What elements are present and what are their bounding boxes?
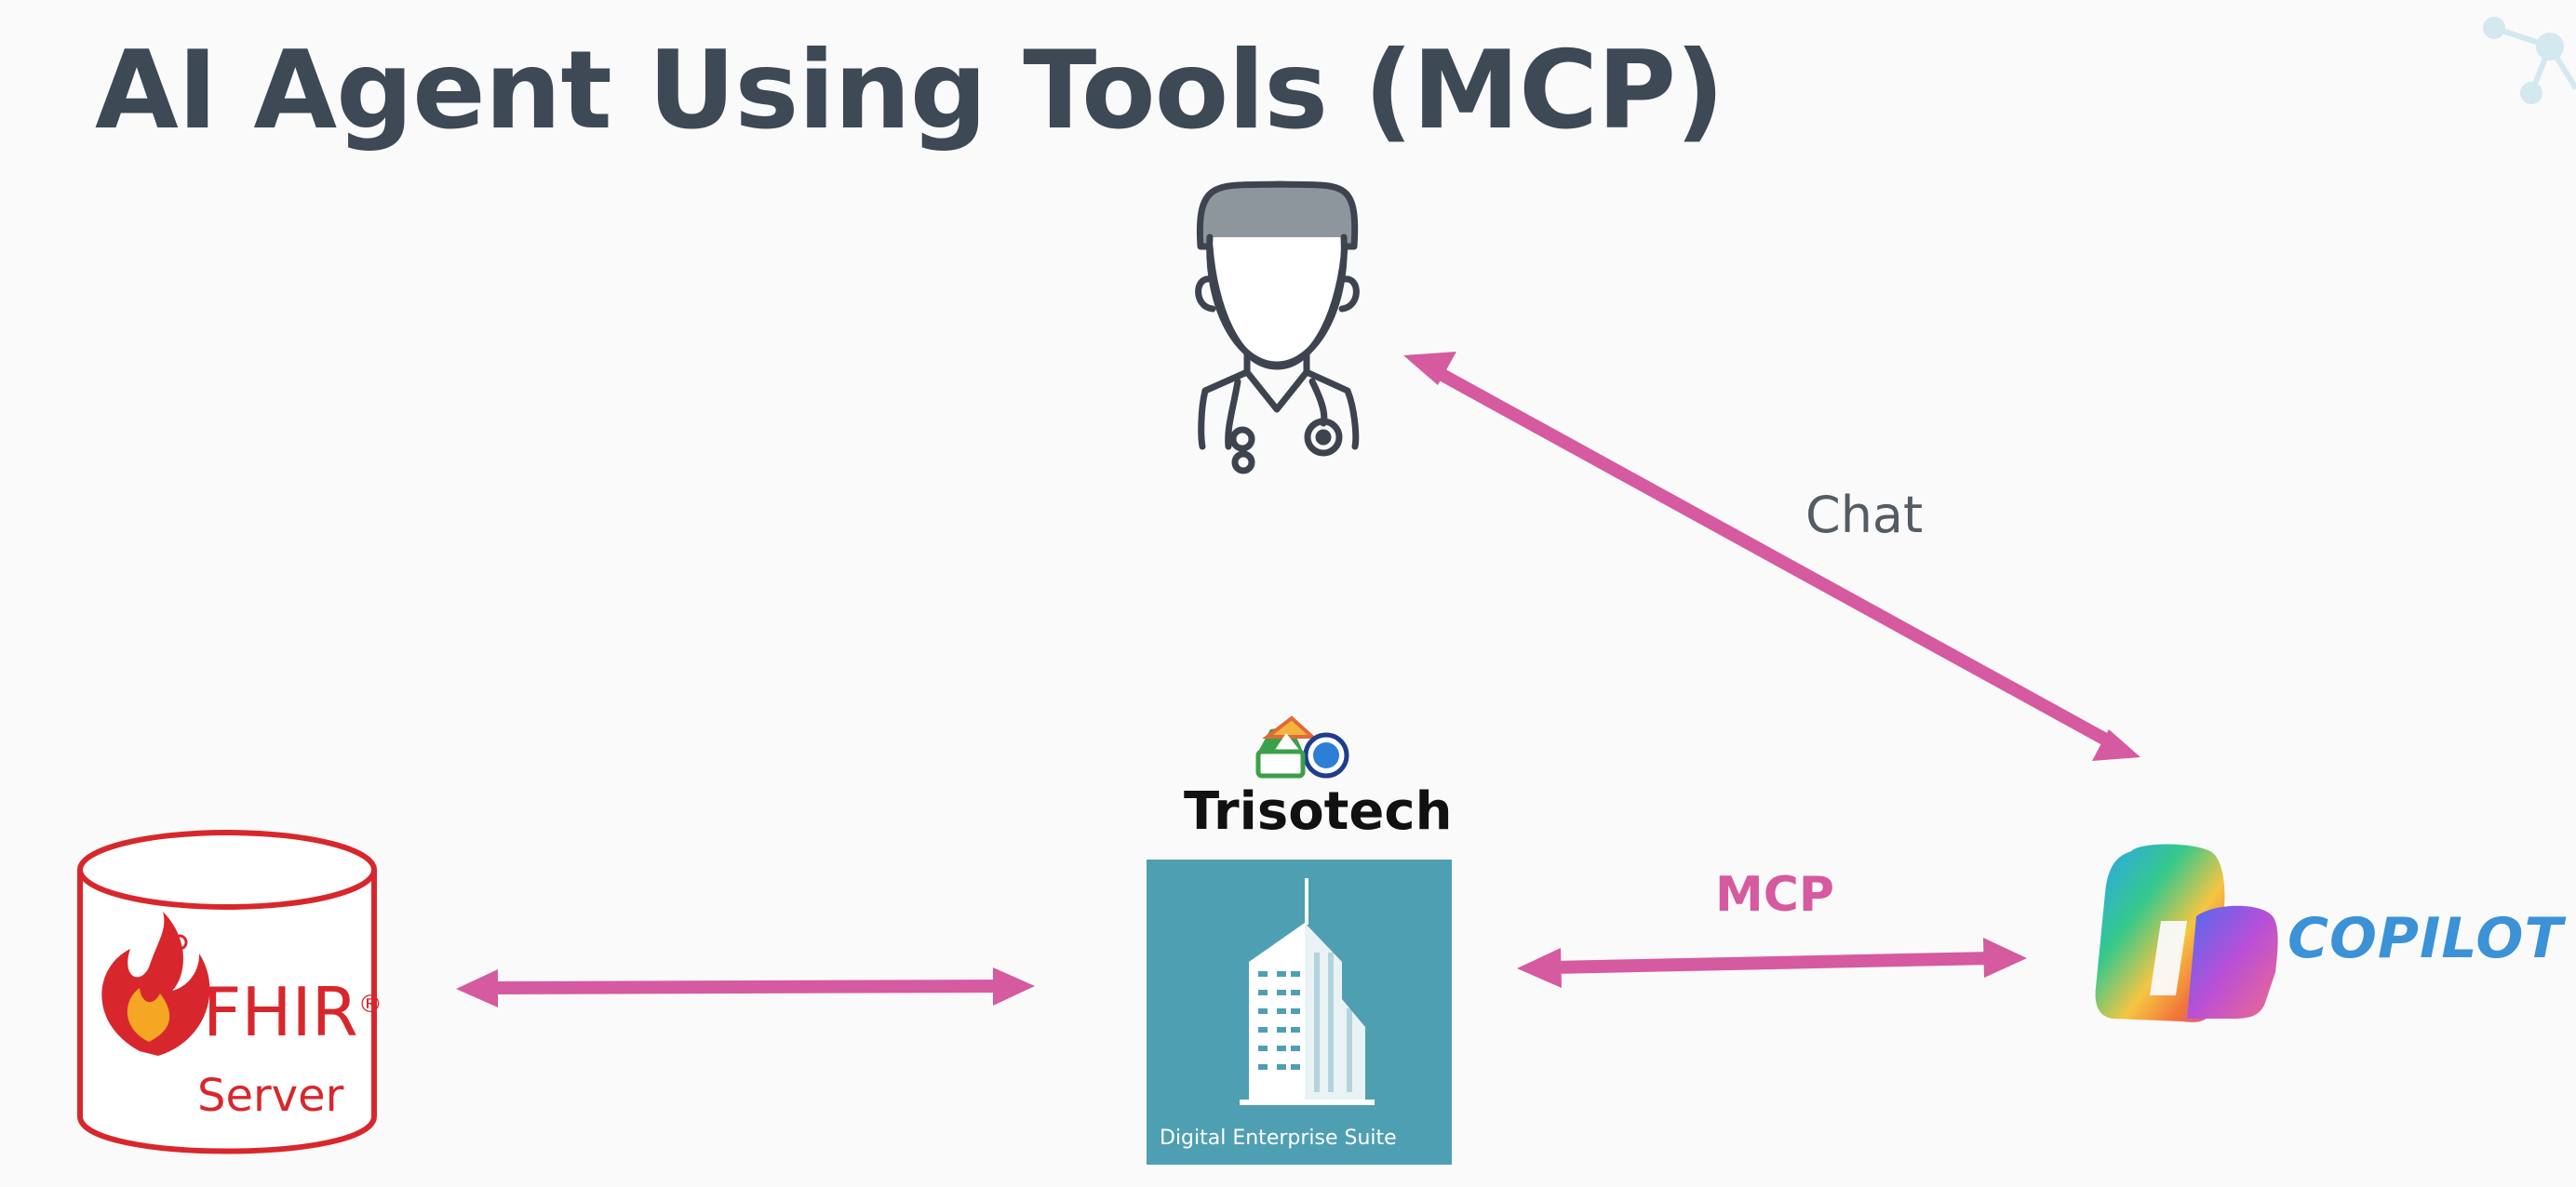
- fhir-subtitle: Server: [197, 1070, 344, 1122]
- fhir-name-text: FHIR: [203, 973, 358, 1051]
- page-title: AI Agent Using Tools (MCP): [95, 28, 1724, 153]
- fhir-database-icon: [77, 830, 377, 1154]
- building-icon: [1240, 878, 1375, 1105]
- fhir-name: FHIR®: [203, 973, 382, 1051]
- digital-enterprise-suite-caption: Digital Enterprise Suite: [1160, 1127, 1397, 1150]
- doctor-icon: [1195, 180, 1360, 474]
- copilot-logo-icon: [2095, 844, 2278, 1022]
- chat-label: Chat: [1805, 486, 1924, 544]
- mcp-label: MCP: [1715, 867, 1835, 923]
- copilot-name: COPILOT: [2288, 906, 2564, 971]
- fhir-registered-mark: ®: [357, 991, 382, 1019]
- trisotech-name: Trisotech: [1184, 781, 1453, 842]
- chat-arrow: [1403, 352, 2140, 761]
- flame-icon: [101, 912, 210, 1056]
- digital-enterprise-suite-tile: Digital Enterprise Suite: [1147, 860, 1452, 1165]
- corner-network-icon: [2483, 17, 2576, 104]
- fhir-trisotech-arrow: [456, 967, 1035, 1007]
- mcp-arrow: [1517, 938, 2027, 988]
- trisotech-logo-icon: [1255, 715, 1349, 779]
